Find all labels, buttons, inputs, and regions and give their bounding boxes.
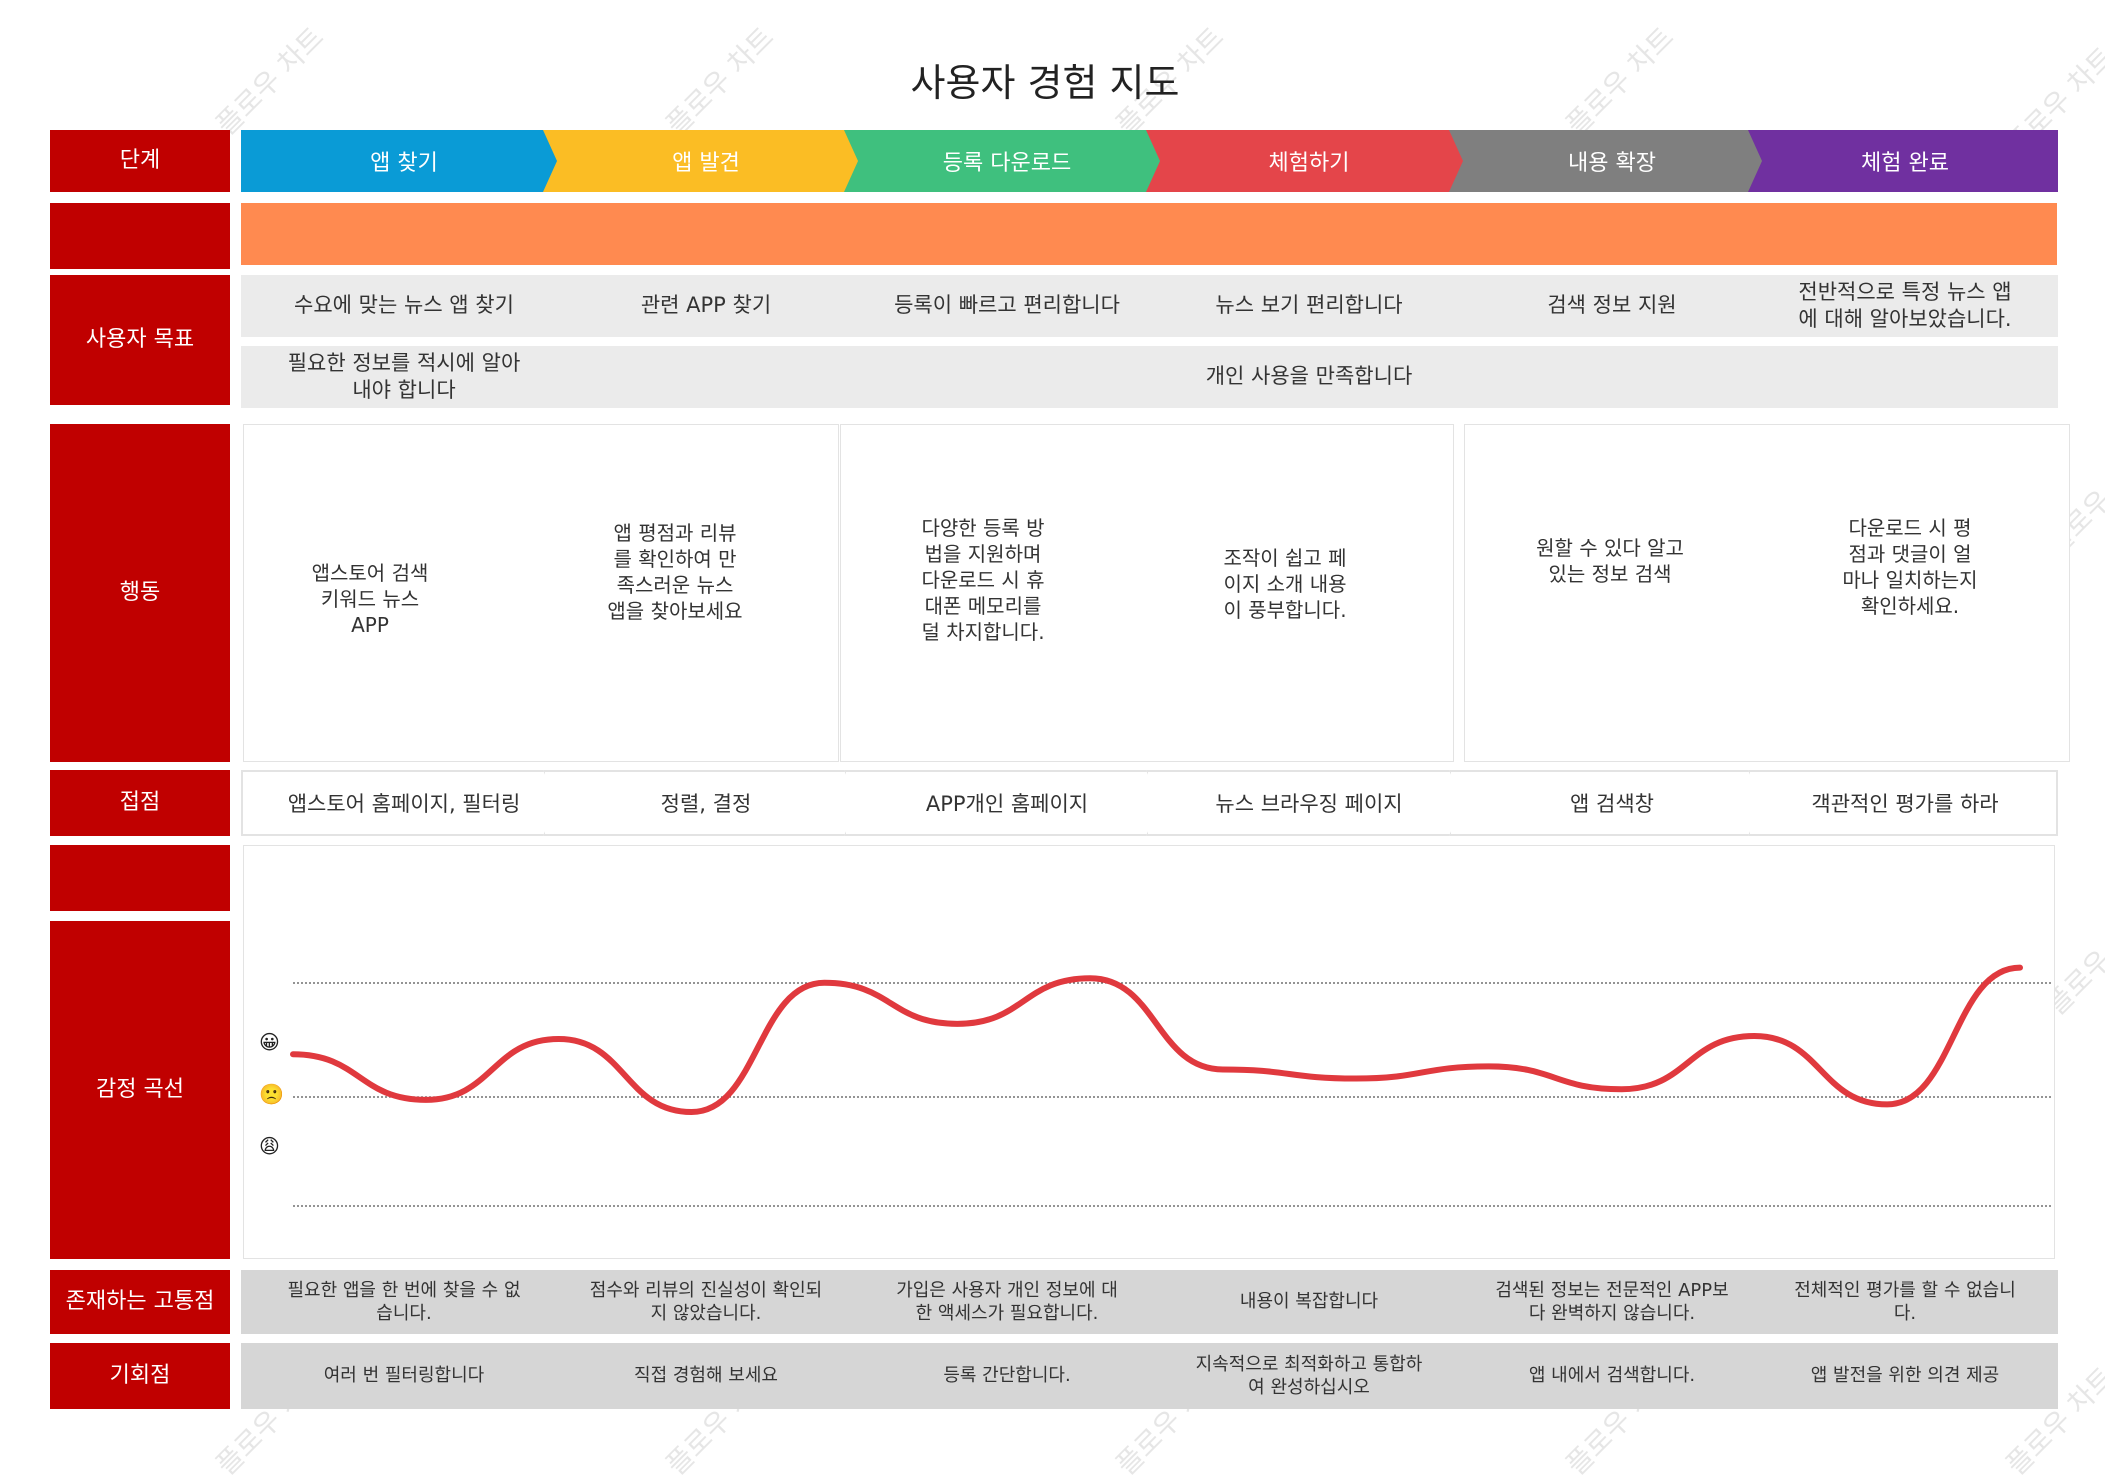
label-pain-points: 존재하는 고통점	[50, 1270, 230, 1334]
label-actions: 행동	[50, 424, 230, 762]
opportunity-cell-text: 앱 발전을 위한 의견 제공	[1810, 1365, 2000, 1387]
pain-point-cell-3: 가입은 사용자 개인 정보에 대한 액세스가 필요합니다.	[844, 1270, 1166, 1334]
page-title: 사용자 경험 지도	[910, 61, 1180, 105]
stage-chevron-6: 체험 완료	[1748, 130, 2058, 192]
goal-cell-b-text: 개인 사용을 만족합니다	[1205, 364, 1413, 389]
touchpoint-cell-text: 뉴스 브라우징 페이지	[1215, 792, 1403, 816]
opportunity-cell-text: 직접 경험해 보세요	[634, 1365, 778, 1387]
sad-face-icon: 😩	[259, 1134, 280, 1158]
actions-box-3	[1464, 424, 2070, 762]
actions-box-2	[840, 424, 1454, 762]
opportunity-cell-5: 앱 내에서 검색합니다.	[1449, 1343, 1771, 1409]
goal-cell-a-text: 등록이 빠르고 편리합니다	[894, 293, 1120, 318]
stage-chevron-5: 내용 확장	[1449, 130, 1771, 192]
stage-chevron-2: 앱 발견	[543, 130, 865, 192]
phase-chevron-1	[241, 203, 865, 265]
goal-cell-b-text: 필요한 정보를 적시에 알아내야 합니다	[287, 350, 521, 402]
emotion-curve-line	[290, 964, 2023, 1116]
stage-chevron-text: 앱 찾기	[370, 151, 438, 176]
action-text-3: 다양한 등록 방법을 지원하며 다운로드 시 휴대폰 메모리를 덜 차지합니다.	[921, 516, 1045, 644]
goal-cell-a-text: 검색 정보 지원	[1547, 293, 1677, 318]
pain-point-cell-1: 필요한 앱을 한 번에 찾을 수 없습니다.	[241, 1270, 563, 1334]
goal-cell-a-3: 등록이 빠르고 편리합니다	[844, 275, 1166, 337]
opportunity-cell-text: 앱 내에서 검색합니다.	[1528, 1365, 1696, 1387]
goal-cell-a-text: 전반적으로 특정 뉴스 앱에 대해 알아보았습니다.	[1798, 279, 2012, 331]
pain-point-cell-text: 전체적인 평가를 할 수 없습니다.	[1794, 1279, 2016, 1324]
touchpoint-cell-text: 객관적인 평가를 하라	[1811, 792, 1999, 816]
touchpoint-cell-1: 앱스토어 홈페이지, 필터링	[241, 770, 563, 836]
touchpoint-cell-2: 정렬, 결정	[543, 770, 865, 836]
stage-chevron-text: 체험 완료	[1861, 151, 1949, 176]
touchpoint-cell-text: 정렬, 결정	[660, 792, 752, 816]
stage-chevron-text: 앱 발견	[672, 151, 740, 176]
stage-chevron-text: 내용 확장	[1568, 151, 1656, 176]
pain-point-cell-text: 필요한 앱을 한 번에 찾을 수 없습니다.	[287, 1279, 521, 1324]
goal-cell-b-6	[1748, 346, 2058, 408]
opportunity-cell-text: 여러 번 필터링합니다	[323, 1365, 485, 1387]
goal-cell-b-4: 개인 사용을 만족합니다	[1146, 346, 1468, 408]
pain-point-cell-text: 점수와 리뷰의 진실성이 확인되지 않았습니다.	[589, 1279, 823, 1324]
opportunity-cell-text: 등록 간단합니다.	[943, 1365, 1071, 1387]
pain-point-cell-4: 내용이 복잡합니다	[1146, 1270, 1468, 1334]
goal-cell-a-4: 뉴스 보기 편리합니다	[1146, 275, 1468, 337]
opportunity-cell-4: 지속적으로 최적화하고 통합하여 완성하십시오	[1146, 1343, 1468, 1409]
goal-cell-b-5	[1449, 346, 1771, 408]
action-text-5: 원할 수 있다 알고 있는 정보 검색	[1536, 536, 1684, 586]
action-text-4: 조작이 쉽고 페이지 소개 내용이 풍부합니다.	[1223, 546, 1347, 622]
goal-cell-a-6: 전반적으로 특정 뉴스 앱에 대해 알아보았습니다.	[1748, 275, 2058, 337]
goal-cell-a-1: 수요에 맞는 뉴스 앱 찾기	[241, 275, 563, 337]
label-touchpoints: 접점	[50, 770, 230, 836]
opportunity-cell-1: 여러 번 필터링합니다	[241, 1343, 563, 1409]
action-text-1: 앱스토어 검색 키워드 뉴스 APP	[311, 561, 429, 637]
label-user-goals: 사용자 목표	[50, 275, 230, 405]
pain-point-cell-text: 검색된 정보는 전문적인 APP보다 완벽하지 않습니다.	[1495, 1279, 1729, 1324]
action-text-6: 다운로드 시 평점과 댓글이 얼마나 일치하는지 확인하세요.	[1842, 516, 1978, 618]
label-empty-1	[50, 203, 230, 269]
happy-face-icon: 😀	[259, 1030, 280, 1054]
touchpoint-cell-4: 뉴스 브라우징 페이지	[1146, 770, 1468, 836]
emotion-panel	[243, 845, 2055, 1259]
touchpoint-cell-text: 앱스토어 홈페이지, 필터링	[287, 792, 521, 816]
neutral-face-icon: 🙁	[259, 1082, 284, 1106]
goal-cell-a-text: 뉴스 보기 편리합니다	[1215, 293, 1403, 318]
label-opportunities: 기회점	[50, 1343, 230, 1409]
touchpoint-cell-text: 앱 검색창	[1570, 792, 1654, 816]
touchpoint-cell-5: 앱 검색창	[1449, 770, 1771, 836]
pain-point-cell-5: 검색된 정보는 전문적인 APP보다 완벽하지 않습니다.	[1449, 1270, 1771, 1334]
pain-point-cell-text: 내용이 복잡합니다	[1239, 1291, 1379, 1313]
pain-point-cell-6: 전체적인 평가를 할 수 없습니다.	[1748, 1270, 2058, 1334]
goal-cell-a-text: 관련 APP 찾기	[640, 293, 772, 318]
pain-point-cell-2: 점수와 리뷰의 진실성이 확인되지 않았습니다.	[543, 1270, 865, 1334]
label-emotion-curve: 감정 곡선	[50, 921, 230, 1259]
stage-chevron-3: 등록 다운로드	[844, 130, 1166, 192]
actions-box-1	[243, 424, 839, 762]
goal-cell-a-2: 관련 APP 찾기	[543, 275, 865, 337]
pain-point-cell-text: 가입은 사용자 개인 정보에 대한 액세스가 필요합니다.	[896, 1279, 1118, 1324]
opportunity-cell-3: 등록 간단합니다.	[844, 1343, 1166, 1409]
emotion-curve-chart	[290, 964, 2052, 1207]
stage-chevron-1: 앱 찾기	[241, 130, 563, 192]
opportunity-cell-2: 직접 경험해 보세요	[543, 1343, 865, 1409]
label-stage: 단계	[50, 130, 230, 192]
opportunity-cell-6: 앱 발전을 위한 의견 제공	[1748, 1343, 2058, 1409]
stage-chevron-text: 체험하기	[1268, 151, 1350, 176]
goal-cell-b-1: 필요한 정보를 적시에 알아내야 합니다	[241, 346, 563, 408]
opportunity-cell-text: 지속적으로 최적화하고 통합하여 완성하십시오	[1195, 1353, 1423, 1398]
stage-chevron-4: 체험하기	[1146, 130, 1468, 192]
goal-cell-a-text: 수요에 맞는 뉴스 앱 찾기	[294, 293, 514, 318]
action-text-2: 앱 평점과 리뷰를 확인하여 만족스러운 뉴스 앱을 찾아보세요	[607, 521, 743, 623]
phase-chevron-2	[844, 203, 1470, 265]
phase-chevron-3	[1449, 203, 2057, 265]
goal-cell-b-3	[844, 346, 1166, 408]
touchpoint-cell-3: APP개인 홈페이지	[844, 770, 1166, 836]
goal-cell-b-2	[543, 346, 865, 408]
goal-cell-a-5: 검색 정보 지원	[1449, 275, 1771, 337]
touchpoint-cell-6: 객관적인 평가를 하라	[1748, 770, 2058, 836]
stage-chevron-text: 등록 다운로드	[942, 151, 1072, 176]
label-empty-2	[50, 845, 230, 911]
touchpoint-cell-text: APP개인 홈페이지	[925, 792, 1089, 816]
